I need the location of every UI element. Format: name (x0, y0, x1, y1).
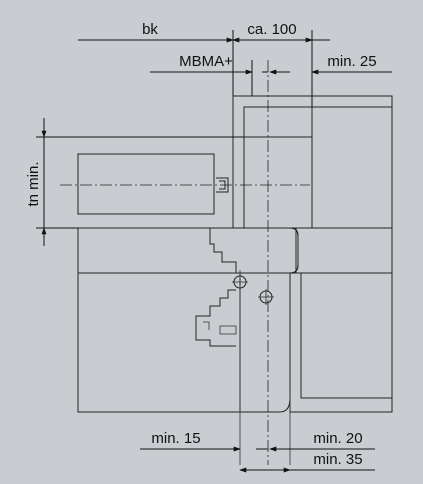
grey-profile (209, 227, 299, 274)
label-min35: min. 35 (313, 451, 362, 468)
label-tn-min: tn min. (25, 161, 42, 206)
label-ca100: ca. 100 (247, 21, 296, 38)
masonry-block-top-right (311, 106, 393, 229)
label-min25: min. 25 (327, 53, 376, 70)
striped-lintel (295, 227, 393, 274)
label-mbma: MBMA+ (179, 53, 233, 70)
bottom-dimensions (140, 446, 375, 473)
label-min15: min. 15 (151, 430, 200, 447)
label-min20: min. 20 (313, 430, 362, 447)
crosshair-marker-1 (232, 274, 248, 290)
label-bk: bk (142, 21, 158, 38)
crosshair-marker-2 (258, 289, 274, 305)
masonry-block-top-left (243, 106, 313, 138)
stepped-profile (195, 289, 236, 347)
frame-construction (77, 227, 299, 413)
cassette-box (77, 153, 215, 215)
tn-dimension (36, 118, 244, 246)
wall-section (232, 95, 393, 413)
opening-white (243, 136, 313, 229)
stone-cladding-bottom (289, 272, 393, 413)
top-dimensions (78, 30, 392, 107)
masonry-block-bottom (300, 272, 393, 399)
